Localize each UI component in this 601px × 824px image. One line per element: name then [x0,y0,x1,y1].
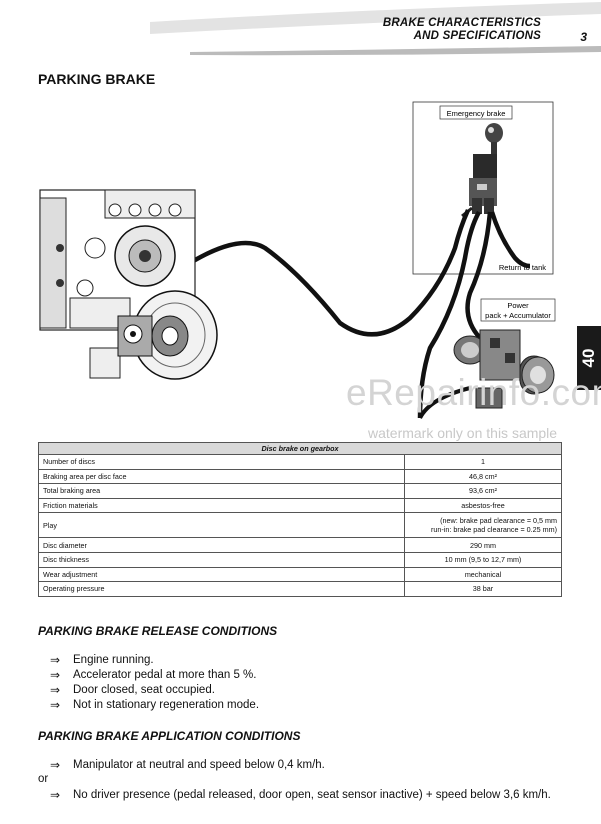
power-pack-label-line1: Power [507,301,529,310]
row-value: 93,6 cm² [404,483,562,499]
list-item-text: Manipulator at neutral and speed below 0… [73,759,325,771]
arrow-right-icon: ⇒ [50,698,61,712]
row-label: Disc thickness [38,551,405,568]
power-pack-label-line2: pack + Accumulator [485,311,551,320]
power-pack-accumulator [453,329,555,409]
return-to-tank-label: Return to tank [499,263,546,272]
chapter-title-line2: AND SPECIFICATIONS [413,30,541,42]
row-label: Operating pressure [38,581,405,597]
arrow-right-icon: ⇒ [50,758,61,772]
release-conditions-list: ⇒ Engine running. ⇒ Accelerator pedal at m… [50,653,259,713]
arrow-right-icon: ⇒ [50,683,61,697]
chapter-title: BRAKE CHARACTERISTICS AND SPECIFICATIONS [383,17,541,43]
watermark-note: watermark only on this sample [368,425,558,441]
chapter-title-line1: BRAKE CHARACTERISTICS [382,17,541,29]
row-value: 10 mm (9,5 to 12,7 mm) [404,551,562,568]
parking-brake-diagram: Emergency brake Return to tank Power pac… [39,101,556,420]
row-value: 1 [404,454,562,470]
row-value-line1: (new: brake pad clearance = 0,5 mm [440,516,557,526]
application-conditions-list-1: ⇒ Manipulator at neutral and speed below … [50,758,325,773]
brake-disc [117,290,218,380]
row-label: Braking area per disc face [38,468,405,485]
list-item: ⇒ Door closed, seat occupied. [50,683,259,698]
emergency-brake-valve [469,123,503,214]
application-conditions-title: PARKING BRAKE APPLICATION CONDITIONS [38,729,301,743]
power-pack-box [480,298,556,322]
arrow-right-icon: ⇒ [50,653,61,667]
list-item-text: Accelerator pedal at more than 5 %. [73,669,257,681]
list-item: ⇒ Manipulator at neutral and speed below … [50,758,325,773]
row-value: asbestos-free [404,497,562,514]
application-conditions-list-2: ⇒ No driver presence (pedal released, doo… [50,788,551,803]
row-label: Play [38,512,405,539]
row-value: 38 bar [404,581,562,597]
spec-table-header-row: Disc brake on gearbox [38,442,562,455]
list-item: ⇒ Engine running. [50,653,259,668]
list-item-text: Door closed, seat occupied. [73,684,215,696]
row-label: Friction materials [38,497,405,514]
section-title: PARKING BRAKE [38,71,156,87]
list-item-text: Not in stationary regeneration mode. [73,699,260,711]
spec-table-header: Disc brake on gearbox [38,442,562,455]
release-conditions-title: PARKING BRAKE RELEASE CONDITIONS [38,624,278,638]
header-swoosh [150,2,601,56]
row-label: Total braking area [38,483,405,499]
or-connector: or [38,773,49,785]
row-value: 46,8 cm² [404,468,562,485]
list-item-text: Engine running. [73,654,154,666]
row-label: Disc diameter [38,537,405,553]
emergency-brake-label: Emergency brake [447,109,506,118]
watermark-main: eRepairinfo.com [346,372,601,413]
row-value: mechanical [404,566,562,583]
chapter-number: 3 [580,30,587,44]
list-item: ⇒ Not in stationary regeneration mode. [50,698,259,713]
row-value-line2: run-in: brake pad clearance = 0.25 mm) [430,525,557,535]
row-label: Wear adjustment [38,566,405,583]
arrow-right-icon: ⇒ [50,788,61,802]
row-value: 290 mm [404,537,562,553]
list-item: ⇒ Accelerator pedal at more than 5 %. [50,668,259,683]
list-item: ⇒ No driver presence (pedal released, doo… [50,788,551,803]
row-label: Number of discs [38,454,405,470]
list-item-text: No driver presence (pedal released, door… [73,789,551,801]
chapter-tab: 40 [577,326,601,390]
arrow-right-icon: ⇒ [50,668,61,682]
